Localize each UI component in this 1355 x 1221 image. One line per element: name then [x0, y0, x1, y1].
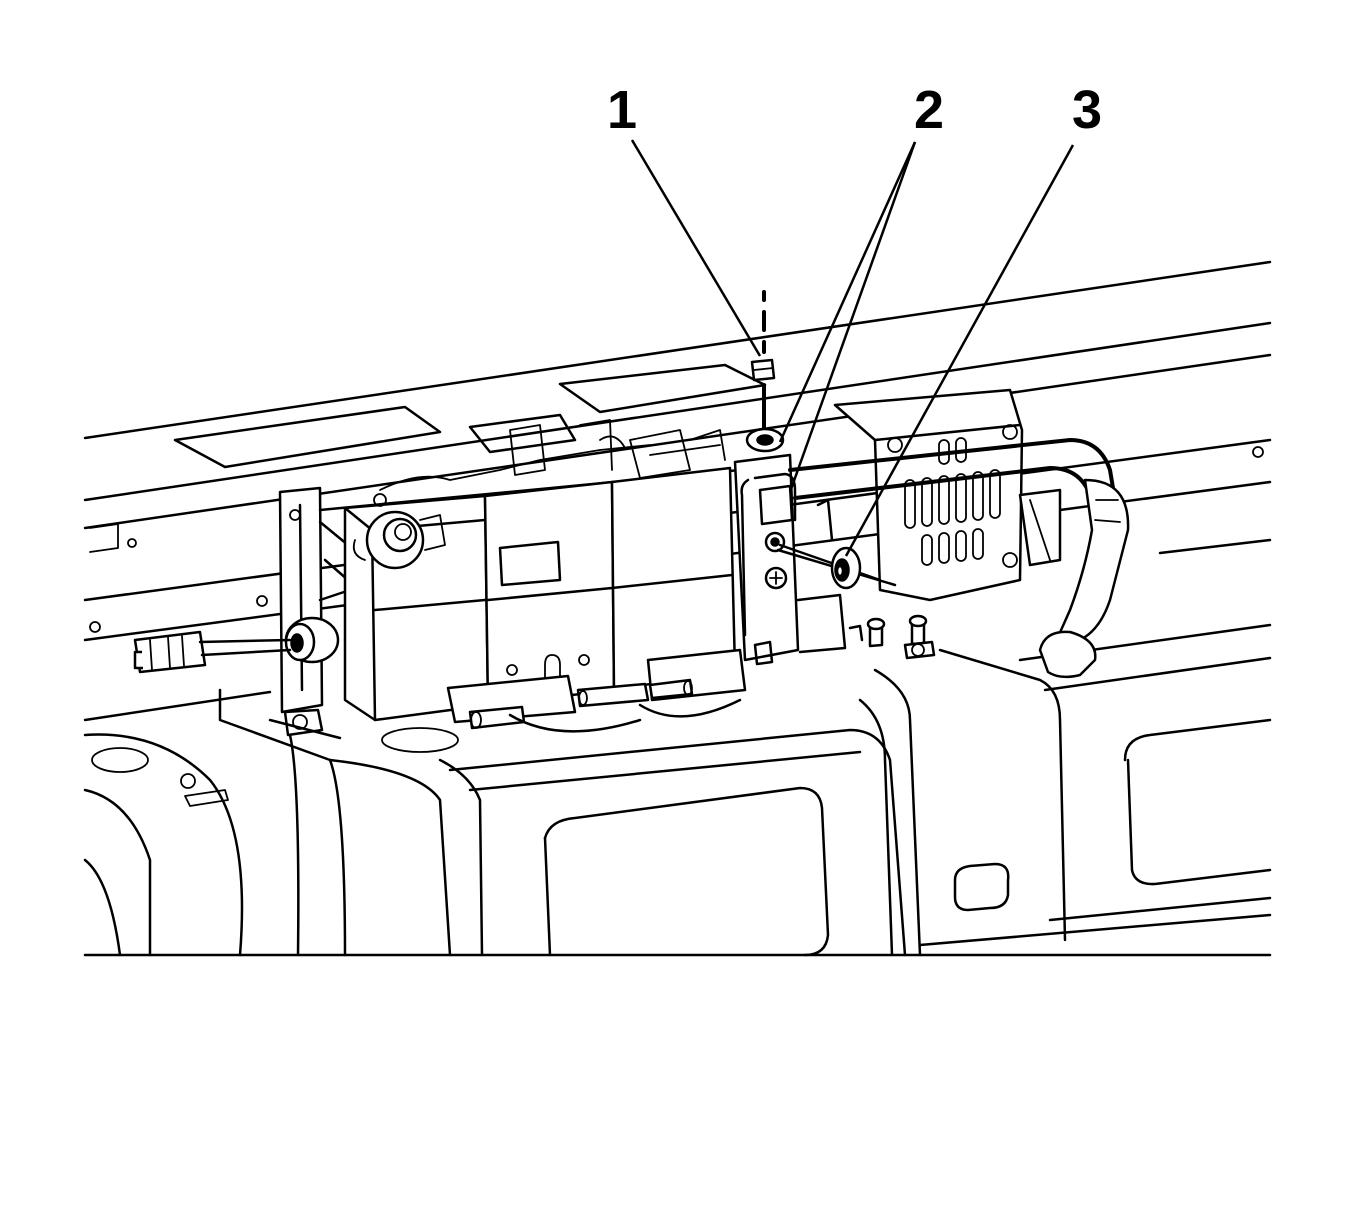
left-bracket [268, 486, 342, 740]
rear-module [833, 388, 1024, 602]
right-mount-bracket [733, 453, 847, 666]
callout-labels: 1 2 3 [607, 80, 1102, 140]
lower-body [83, 623, 1272, 957]
nut-item-1 [745, 290, 785, 453]
callout-1: 1 [607, 80, 637, 140]
control-module [318, 419, 742, 722]
callout-3: 3 [1072, 80, 1102, 140]
stud-fasteners [848, 614, 936, 660]
wiring-connector [133, 630, 292, 674]
callout-leaders [630, 139, 1075, 557]
tube-harness [788, 438, 1130, 679]
leader-2b [788, 141, 917, 493]
leader-3 [844, 144, 1075, 557]
front-hinges [446, 648, 747, 733]
leader-1 [630, 139, 762, 357]
grommet-item-3 [776, 543, 897, 590]
callout-2: 2 [914, 80, 944, 140]
leader-2a [778, 141, 917, 443]
